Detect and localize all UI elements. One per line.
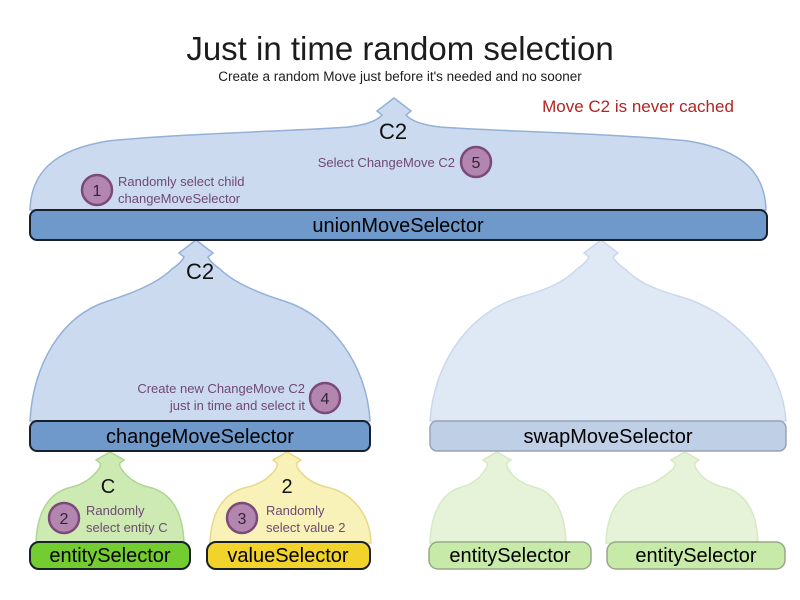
- change-move-selector-label: changeMoveSelector: [106, 426, 294, 448]
- entity-selector-label: entitySelector: [49, 545, 171, 567]
- step-3-text-line1: Randomly: [266, 503, 325, 518]
- entity-selector-faded-left-bar: [428, 541, 592, 570]
- step-2-badge-number: 2: [60, 511, 69, 528]
- step-3-badge-circle: [225, 501, 259, 535]
- move-c2-mid-label: C2: [186, 259, 214, 284]
- step-1-badge-number: 1: [93, 183, 102, 200]
- entity-funnel-faded-left: [429, 451, 567, 544]
- step-5-badge-circle: [459, 145, 493, 179]
- never-cached-note: Move C2 is never cached: [542, 97, 734, 116]
- step-1-text-line2: changeMoveSelector: [118, 191, 241, 206]
- step-4-badge-number: 4: [321, 391, 330, 408]
- swap-move-selector-label: swapMoveSelector: [524, 426, 693, 448]
- union-move-selector-bar: [29, 209, 768, 241]
- union-move-selector-label: unionMoveSelector: [312, 215, 484, 237]
- entity-selector-faded-right-label: entitySelector: [635, 545, 757, 567]
- change-move-selector-bar: [29, 420, 371, 452]
- step-4-annotation: 4 Create new ChangeMove C2 just in time …: [137, 381, 342, 415]
- page-subtitle: Create a random Move just before it's ne…: [218, 69, 582, 84]
- value-selector-bar: [206, 541, 371, 570]
- entity-selector-bar: [29, 541, 191, 570]
- step-2-badge-circle: [47, 501, 81, 535]
- step-5-text-line1: Select ChangeMove C2: [318, 155, 455, 170]
- step-2-text-line1: Randomly: [86, 503, 145, 518]
- step-5-annotation: 5 Select ChangeMove C2: [318, 145, 493, 179]
- change-move-funnel: [29, 239, 371, 422]
- value-selector-label: valueSelector: [227, 545, 349, 567]
- entity-selector-faded-left-label: entitySelector: [449, 545, 571, 567]
- step-3-badge-number: 3: [238, 511, 247, 528]
- move-c2-top-label: C2: [379, 119, 407, 144]
- page-title: Just in time random selection: [186, 30, 613, 67]
- swap-move-funnel-faded: [429, 239, 787, 422]
- step-5-badge-number: 5: [472, 155, 481, 172]
- entity-funnel-faded-right: [605, 451, 759, 544]
- step-1-annotation: 1 Randomly select child changeMoveSelect…: [80, 173, 244, 207]
- swap-move-selector-bar: [429, 420, 787, 452]
- step-4-badge-circle: [308, 381, 342, 415]
- step-1-text-line1: Randomly select child: [118, 174, 244, 189]
- step-4-text-line1: Create new ChangeMove C2: [137, 381, 305, 396]
- step-3-text-line2: select value 2: [266, 520, 346, 535]
- step-3-annotation: 3 Randomly select value 2: [225, 501, 346, 535]
- entity-selector-faded-right-bar: [606, 541, 786, 570]
- value-2-label: 2: [281, 476, 292, 498]
- step-1-badge-circle: [80, 173, 114, 207]
- step-2-text-line2: select entity C: [86, 520, 168, 535]
- entity-c-label: C: [101, 476, 115, 498]
- step-4-text-line2: just in time and select it: [169, 398, 306, 413]
- union-move-funnel: [29, 97, 767, 211]
- step-2-annotation: 2 Randomly select entity C: [47, 501, 168, 535]
